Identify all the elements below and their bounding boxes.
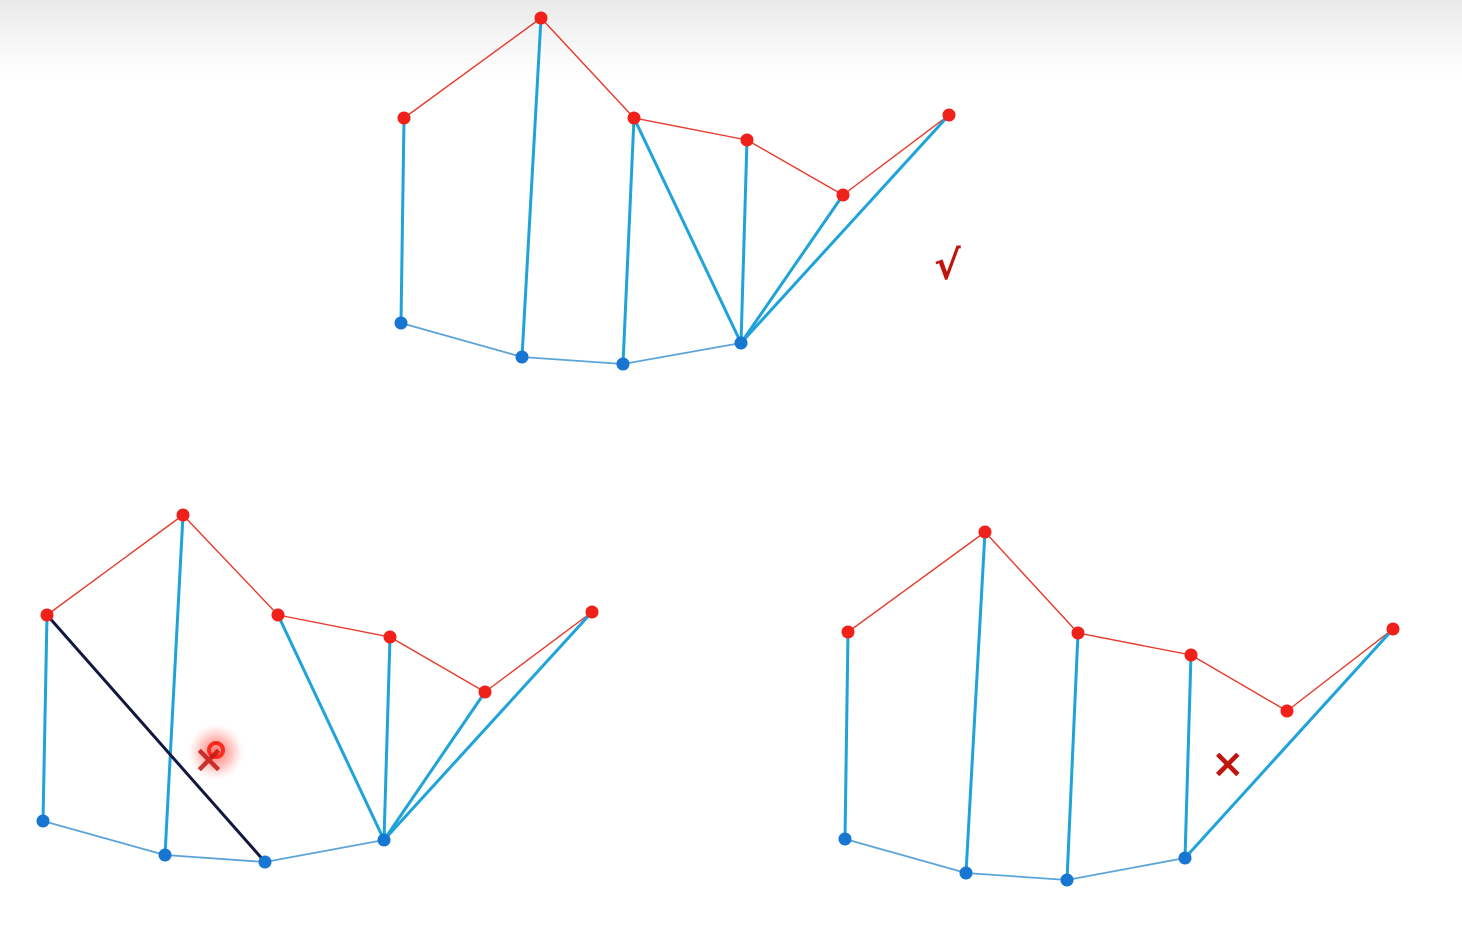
cross-mark-left: × [193,737,225,781]
top-vertex [478,685,492,699]
bottom-boundary-edge [164,854,266,863]
top-boundary-edge [182,514,279,616]
bottom-boundary-edge [400,322,523,358]
bottom-boundary-edge [1066,857,1186,881]
top-vertex [534,11,548,25]
bottom-boundary-edge [42,820,166,856]
cross-mark-right: × [1211,741,1245,787]
connector-edge [382,690,487,842]
top-vertex [383,630,397,644]
bottom-boundary-edge [965,872,1068,881]
bottom-vertex [616,357,630,371]
bottom-vertex [838,832,852,846]
top-vertex [1386,622,1400,636]
bottom-boundary-edge [521,356,624,365]
bottom-vertex [1178,851,1192,865]
connector-edge [520,16,543,359]
top-vertex [176,508,190,522]
connector-edge [632,116,743,345]
cursor-highlight-icon [188,724,244,780]
top-vertex [397,111,411,125]
top-vertex [836,188,850,202]
top-boundary-edge [277,614,391,638]
bottom-boundary-edge [844,838,967,874]
connector-edge [276,613,386,842]
connector-edge [739,113,951,345]
connector-edge [739,193,845,345]
top-vertex [978,525,992,539]
bottom-boundary-edge [622,342,742,365]
top-vertex [1184,648,1198,662]
bottom-vertex [1060,873,1074,887]
bottom-vertex [515,350,529,364]
top-vertex [1280,704,1294,718]
invalid-connector-edge [45,613,267,864]
connector-edge [843,630,850,841]
bottom-boundary-edge [264,839,385,863]
top-boundary-edge [403,17,542,119]
connector-edge [1183,653,1193,860]
check-mark: √ [934,243,961,289]
bottom-vertex [258,855,272,869]
top-boundary-edge [1077,632,1192,656]
top-vertex [740,133,754,147]
top-boundary-edge [1190,654,1288,712]
top-boundary-edge [484,611,593,693]
bottom-vertex [158,848,172,862]
connector-edge [1065,631,1080,882]
top-vertex [271,608,285,622]
bottom-vertex [959,866,973,880]
top-boundary-edge [46,514,184,616]
panel-bottom-left-invalid [36,508,599,869]
connector-edge [41,613,49,823]
top-vertex [942,108,956,122]
connector-edge [964,530,987,875]
top-vertex [585,605,599,619]
bottom-vertex [394,316,408,330]
connector-edge [739,138,749,345]
top-boundary-edge [746,139,844,196]
connector-edge [1183,627,1395,860]
top-vertex [841,625,855,639]
top-boundary-edge [984,531,1079,634]
top-boundary-edge [389,636,486,693]
connector-edge [399,116,406,325]
connector-edge [382,610,594,842]
panel-bottom-right-invalid [838,525,1400,887]
connector-edge [382,635,392,842]
bottom-vertex [377,833,391,847]
bottom-vertex [734,336,748,350]
top-boundary-edge [540,17,635,119]
top-boundary-edge [633,117,748,141]
bottom-vertex [36,814,50,828]
connector-edge [621,116,636,366]
top-vertex [1071,626,1085,640]
top-boundary-edge [847,531,986,633]
top-vertex [40,608,54,622]
top-vertex [627,111,641,125]
panel-top-valid [394,11,956,371]
top-boundary-edge [842,114,950,196]
connector-edge [163,513,185,857]
top-boundary-edge [1286,628,1394,712]
